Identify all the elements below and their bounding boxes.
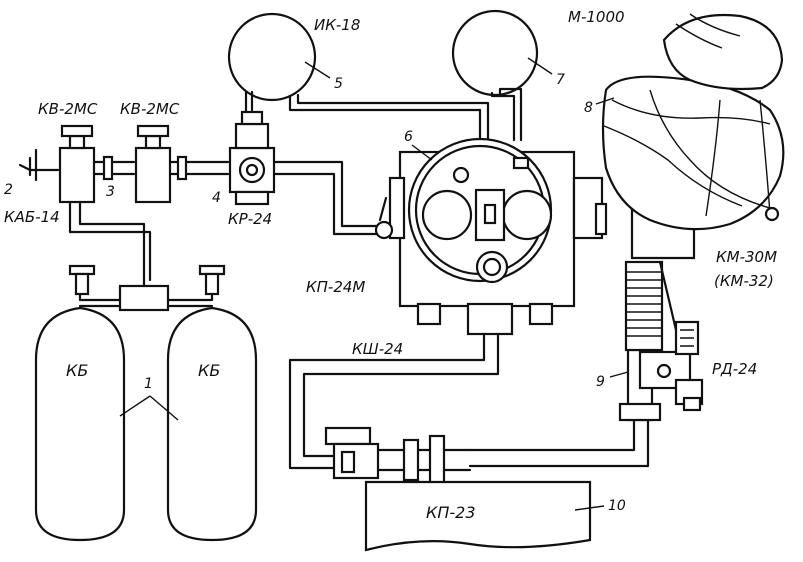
label-kp24m: КП-24М: [306, 278, 365, 296]
label-rd24: РД-24: [712, 360, 757, 378]
valve-kv2ms-left: [18, 124, 152, 282]
cylinders: [34, 264, 258, 542]
label-kp23: КП-23: [426, 503, 476, 522]
label-kab14: КАБ-14: [4, 208, 60, 226]
ref-5: 5: [334, 76, 343, 92]
label-kv2ms-right: КВ-2МС: [120, 100, 180, 118]
reference-numbers: 1 2 3 4 5 6 7 8 9 10: [4, 72, 626, 514]
ref-1: 1: [144, 376, 153, 392]
ref-8: 8: [584, 100, 593, 116]
ref-4: 4: [212, 190, 221, 206]
ref-6: 6: [404, 129, 413, 145]
label-ksh24: КШ-24: [352, 340, 403, 358]
connector-kp23: [376, 418, 650, 486]
hose-corrugated: [624, 260, 700, 356]
mask-km30m: [595, 13, 785, 260]
valve-kv2ms-right: [134, 124, 230, 204]
label-kb-right: КБ: [198, 361, 220, 380]
regulator-rd24: [609, 348, 704, 422]
kp24m-block: [374, 137, 608, 336]
reducer-kr24: [228, 110, 382, 236]
labels: ИК-18 М-1000 КВ-2МС КВ-2МС КАБ-14 КР-24 …: [4, 8, 777, 522]
ref-10: 10: [608, 498, 626, 514]
ref-3: 3: [106, 184, 115, 200]
ref-2: 2: [4, 182, 13, 198]
hose-ksh24: [288, 332, 500, 480]
gauge-m1000: [451, 9, 553, 142]
ref-7: 7: [556, 72, 565, 88]
label-kv2ms-left: КВ-2МС: [38, 100, 98, 118]
label-ik18: ИК-18: [314, 16, 360, 34]
cylinder-left: [34, 306, 126, 542]
ref-9: 9: [596, 374, 605, 390]
label-kr24: КР-24: [228, 210, 272, 228]
gauge-ik18: [227, 12, 490, 142]
label-km30m: КМ-30М: [716, 248, 777, 266]
label-m1000: М-1000: [568, 8, 625, 26]
kp23-box: [364, 480, 605, 552]
label-kb-left: КБ: [66, 361, 88, 380]
cylinder-right: [166, 306, 258, 542]
label-km32: (КМ-32): [714, 272, 774, 290]
